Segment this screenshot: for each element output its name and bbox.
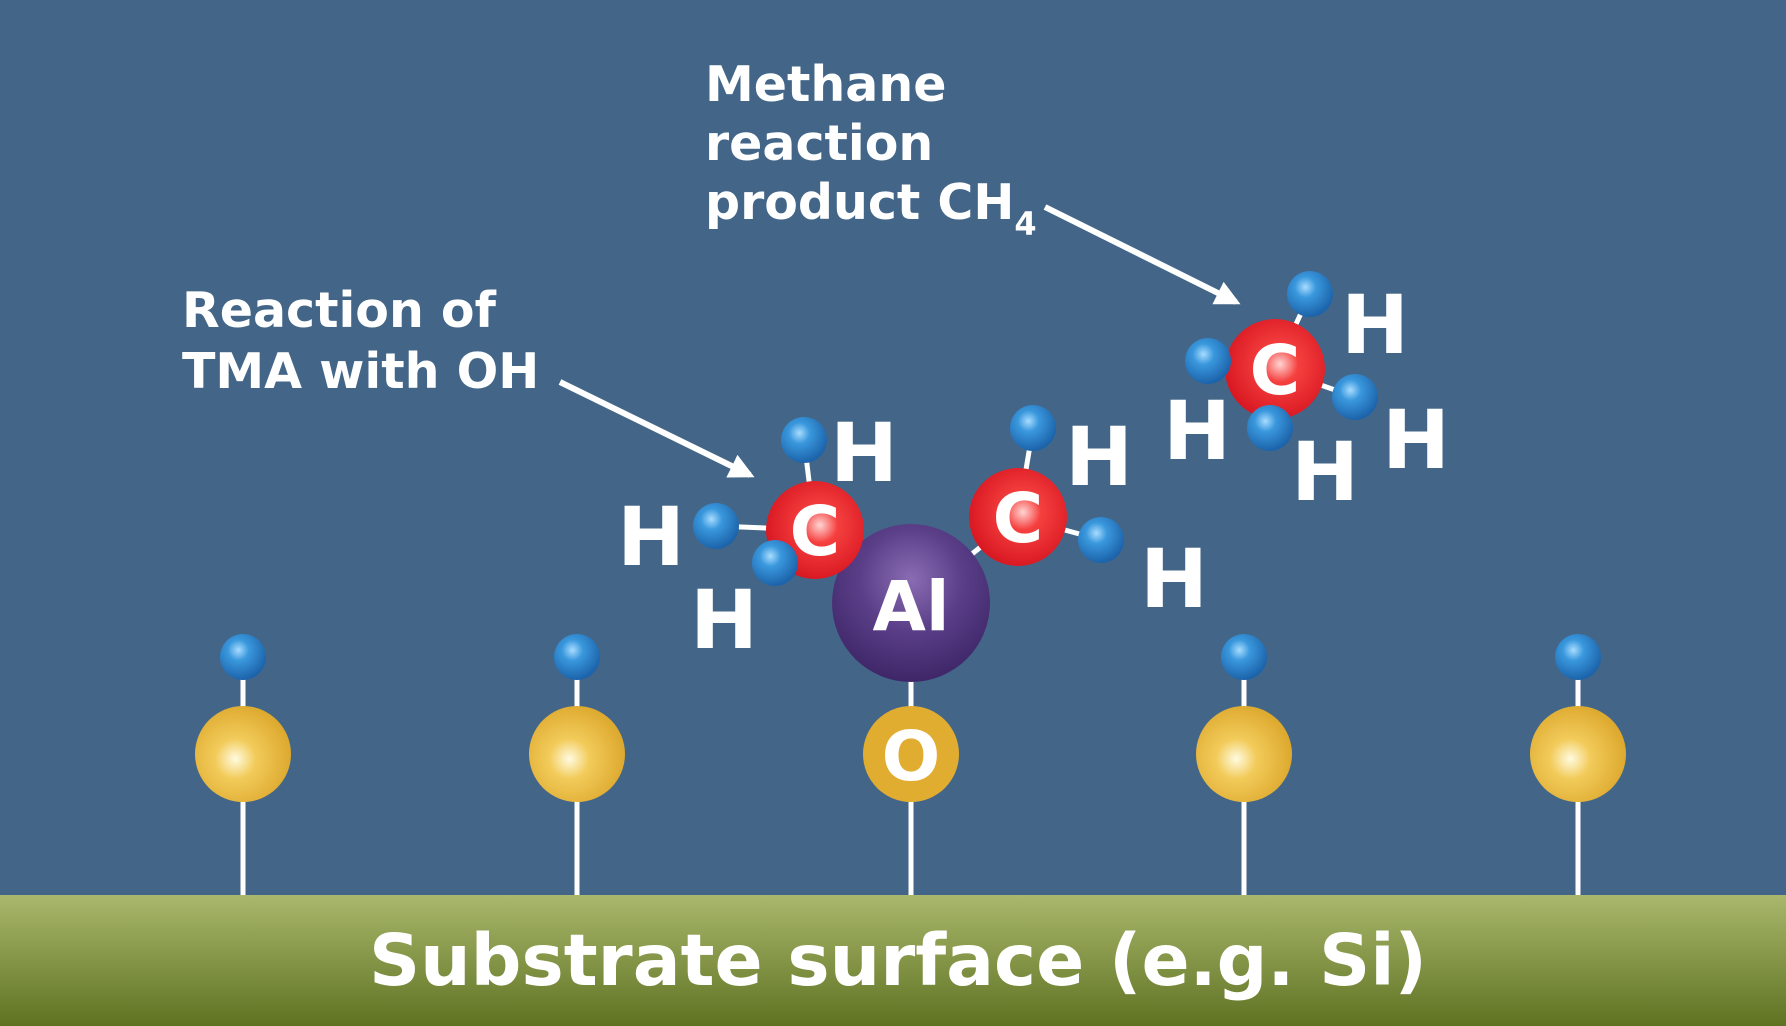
hydrogen-label: H <box>1341 279 1409 373</box>
tma-hydrogens <box>693 405 1124 586</box>
hydrogen-atom <box>1078 517 1124 563</box>
substrate-band <box>0 895 1786 1026</box>
hydrogen-atom <box>1247 405 1293 451</box>
hydrogen-label: H <box>617 491 685 585</box>
carbon-label-left: C <box>790 492 841 572</box>
surface-oxygen-atom <box>195 706 291 802</box>
bonded-oxygen-atom <box>863 706 959 802</box>
substrate-label: Substrate surface (e.g. Si) <box>369 919 1427 1002</box>
hydrogen-label: H <box>1382 394 1450 488</box>
methane-carbon-label: C <box>1250 331 1301 411</box>
methane-annotation-line3: product CH4 <box>705 174 1037 243</box>
hydrogen-atom <box>1287 271 1333 317</box>
surface-oxygen-atom <box>1530 706 1626 802</box>
tma-annotation-line2: TMA with OH <box>182 343 539 400</box>
surface-hydrogen-atom <box>1221 634 1267 680</box>
methane-carbon-atom <box>1225 319 1325 419</box>
tma-arrow <box>558 379 755 478</box>
hydrogen-label: H <box>690 574 758 668</box>
surface-oxygen-atom <box>1196 706 1292 802</box>
methane-hydrogen-labels: H H H H <box>1163 279 1450 520</box>
hydrogen-atom <box>781 417 827 463</box>
surface-hydrogen-atom <box>220 634 266 680</box>
aluminium-label: Al <box>872 567 949 647</box>
carbon-label-right: C <box>993 479 1044 559</box>
tma-annotation-line1: Reaction of <box>182 282 497 339</box>
methane-annotation-text: product CH <box>705 174 1014 231</box>
hydrogen-label: H <box>1065 411 1133 505</box>
surface-oxygen-atom <box>529 706 625 802</box>
methane-hydrogens <box>1185 271 1378 451</box>
methane-annotation-line1: Methane <box>705 56 946 113</box>
hydrogen-atom <box>1332 374 1378 420</box>
carbon-atom-right <box>969 468 1067 566</box>
oxygen-label: O <box>882 717 941 797</box>
methane-arrow <box>1043 204 1241 305</box>
hydrogen-label: H <box>1163 385 1231 479</box>
hydrogen-label: H <box>1140 533 1208 627</box>
surface-hydrogen-atom <box>554 634 600 680</box>
hydrogen-atom <box>752 540 798 586</box>
hydrogen-label: H <box>830 407 898 501</box>
hydrogen-label: H <box>1291 426 1359 520</box>
hydrogen-atom <box>1185 338 1231 384</box>
methane-annotation-line2: reaction <box>705 115 933 172</box>
hydrogen-atom <box>1010 405 1056 451</box>
surface-oxygens <box>195 706 1626 802</box>
tma-hydrogen-labels: H H H H H <box>617 407 1208 668</box>
aluminium-atom <box>832 524 990 682</box>
surface-hydrogen-atom <box>1555 634 1601 680</box>
hydrogen-atom <box>693 503 739 549</box>
surface-hydrogens <box>220 634 1601 680</box>
methane-subscript: 4 <box>1014 205 1036 243</box>
